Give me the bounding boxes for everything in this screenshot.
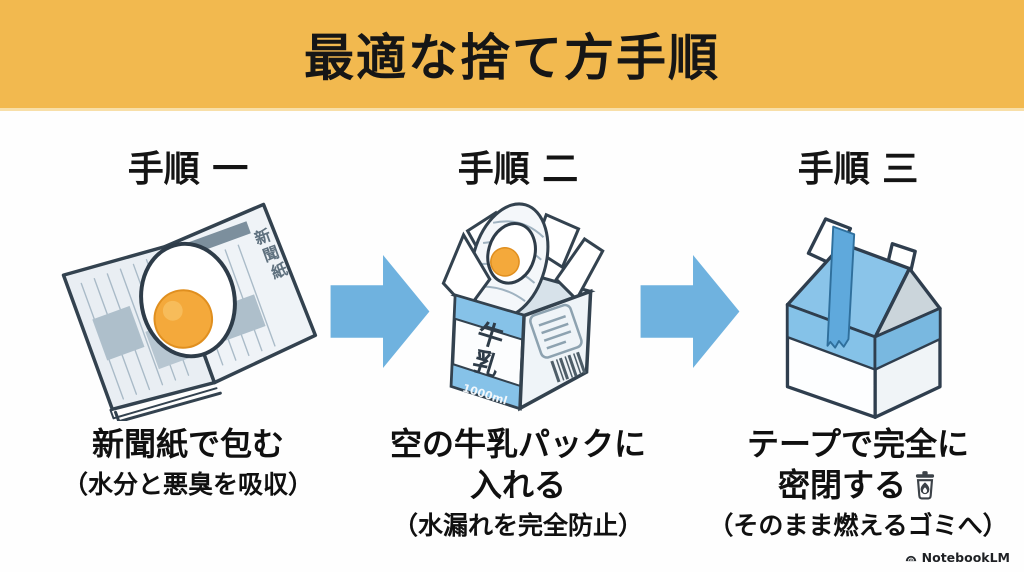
step-1-caption-line: 新聞紙で包む [91,425,284,463]
barcode [550,351,587,383]
tape-strip [826,225,856,349]
notebooklm-logo-icon [905,555,916,561]
sealed-carton-illustration [785,217,942,419]
step-1-caption-note: （水分と悪臭を吸収） [62,470,313,499]
egg [139,241,237,359]
watermark-text: NotebookLM [921,550,1010,565]
step-2-caption-line: 空の牛乳パックに [389,425,646,463]
wrapped-egg-bundle [469,202,550,320]
newspaper-label-char: 聞 [260,242,281,265]
step-3-caption-line: 密閉する [678,465,1024,506]
step-3-caption-text: 密閉する [777,466,906,504]
step-3-column: 手順 三 テープで完全に 密閉する （そのまま燃 [678,0,1024,572]
step-2-caption-note: （水漏れを完全防止） [392,511,643,540]
step-2-caption: 空の牛乳パックに 入れる （水漏れを完全防止） [338,424,698,545]
step-3-caption: テープで完全に 密閉する （そのまま燃えるゴミへ） [678,424,1024,545]
title-band: 最適な捨て方手順 [0,0,1024,111]
step-2-column: 手順 二 [338,0,698,572]
egg-in-milk-carton-illustration: 牛 乳 1000ml [441,202,605,412]
step-1-column: 手順 一 新 [8,0,368,572]
newspaper-label-char: 紙 [269,259,291,282]
step-2-label: 手順 二 [457,149,579,190]
step-2-caption-line: 入れる [469,466,566,504]
step-3-caption-line: テープで完全に [746,425,970,463]
newspaper-label-char: 新 [252,225,274,248]
arrow-right-icon [330,255,430,368]
watermark: NotebookLM [904,550,1010,565]
arrow-right-icon [640,255,740,368]
newspaper-wrapped-egg-illustration: 新 聞 紙 [61,202,318,421]
step-1-caption: 新聞紙で包む （水分と悪臭を吸収） [8,424,368,504]
step-3-caption-note: （そのまま燃えるゴミへ） [708,511,1008,540]
page-title: 最適な捨て方手順 [304,29,720,87]
step-3-label: 手順 三 [797,149,919,190]
burnable-trash-icon [915,471,935,500]
step-1-label: 手順 一 [127,149,249,190]
